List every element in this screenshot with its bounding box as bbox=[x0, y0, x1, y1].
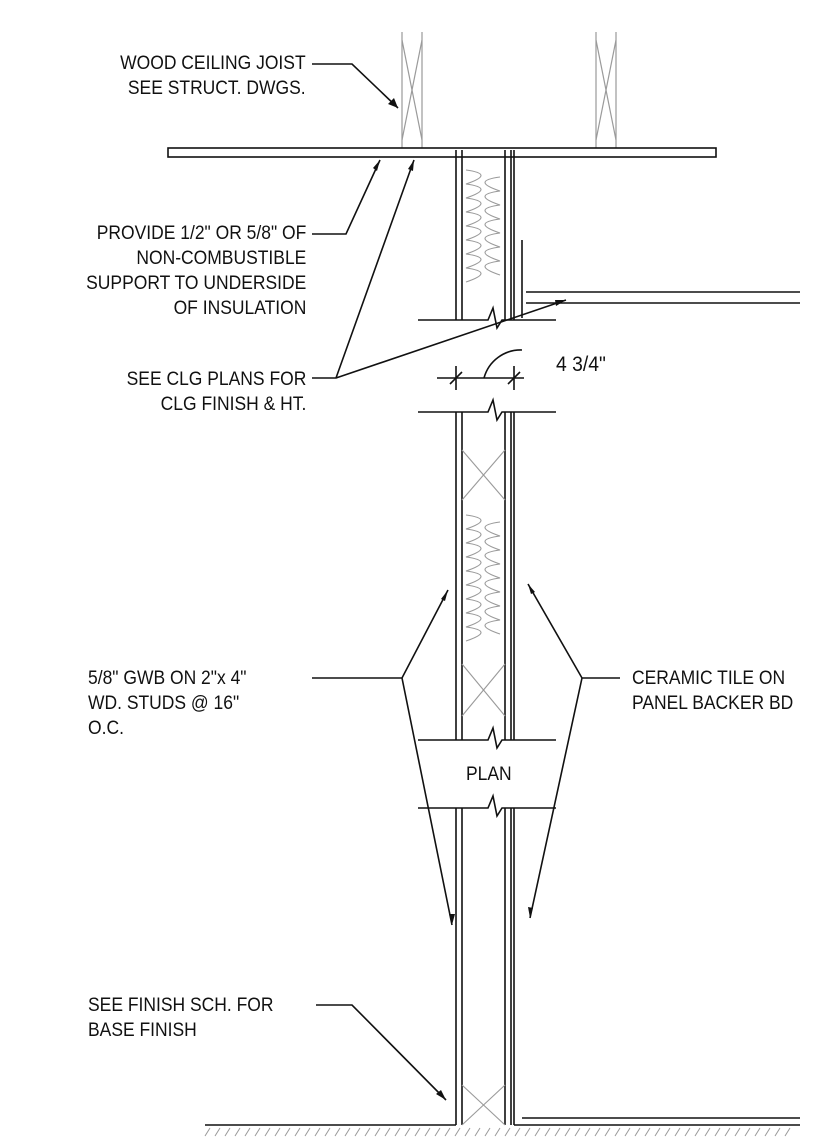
ceiling-joist-left bbox=[401, 32, 423, 148]
note-line: SEE STRUCT. DWGS. bbox=[128, 78, 306, 99]
base-blocking bbox=[461, 1084, 506, 1126]
note-line: CLG FINISH & HT. bbox=[160, 394, 306, 415]
note-line: WD. STUDS @ 16" bbox=[88, 693, 240, 714]
note-line: OF INSULATION bbox=[173, 298, 306, 319]
note-base-finish: SEE FINISH SCH. FOR BASE FINISH bbox=[88, 993, 274, 1043]
dimension-line bbox=[437, 349, 524, 390]
note-line: PANEL BACKER BD bbox=[632, 693, 794, 714]
leader-gwb bbox=[312, 589, 453, 926]
leader-tile bbox=[527, 583, 620, 919]
note-ceiling-plans: SEE CLG PLANS FOR CLG FINISH & HT. bbox=[126, 367, 306, 417]
note-line: BASE FINISH bbox=[88, 1020, 197, 1041]
break-line-3 bbox=[418, 725, 556, 751]
note-line: O.C. bbox=[88, 718, 124, 739]
break-line-1 bbox=[418, 305, 556, 331]
break-line-4 bbox=[418, 793, 556, 819]
adjacent-ceiling bbox=[521, 240, 800, 318]
wall-middle bbox=[455, 412, 515, 740]
break-line-2 bbox=[418, 397, 556, 423]
plan-label: PLAN bbox=[466, 764, 512, 785]
ceiling-board bbox=[167, 147, 717, 158]
floor-line bbox=[205, 1117, 800, 1126]
note-line: NON-COMBUSTIBLE bbox=[136, 248, 306, 269]
note-ceramic-tile: CERAMIC TILE ON PANEL BACKER BD bbox=[632, 666, 793, 716]
note-gwb-studs: 5/8" GWB ON 2"x 4" WD. STUDS @ 16" O.C. bbox=[88, 666, 246, 741]
leader-base bbox=[316, 1004, 447, 1101]
insulation-middle bbox=[461, 449, 506, 717]
wall-upper bbox=[455, 150, 515, 320]
insulation-upper bbox=[465, 169, 501, 283]
floor-hatch bbox=[204, 1127, 791, 1137]
note-line: CERAMIC TILE ON bbox=[632, 668, 786, 689]
leader-support bbox=[312, 159, 381, 235]
note-noncombustible-support: PROVIDE 1/2" OR 5/8" OF NON-COMBUSTIBLE … bbox=[86, 221, 306, 321]
note-line: SUPPORT TO UNDERSIDE bbox=[85, 273, 306, 294]
note-line: WOOD CEILING JOIST bbox=[120, 53, 306, 74]
ceiling-joist-right bbox=[595, 32, 617, 148]
leader-joist bbox=[312, 63, 399, 109]
note-line: PROVIDE 1/2" OR 5/8" OF bbox=[96, 223, 306, 244]
note-line: 5/8" GWB ON 2"x 4" bbox=[88, 668, 247, 689]
note-ceiling-joist: WOOD CEILING JOIST SEE STRUCT. DWGS. bbox=[121, 51, 306, 101]
wall-lower bbox=[455, 808, 515, 1125]
dimension-label: 4 3/4" bbox=[556, 353, 606, 376]
note-line: SEE FINISH SCH. FOR bbox=[88, 995, 274, 1016]
note-line: SEE CLG PLANS FOR bbox=[126, 369, 306, 390]
leader-ceiling bbox=[312, 159, 567, 379]
arrow-heads bbox=[373, 98, 566, 1100]
